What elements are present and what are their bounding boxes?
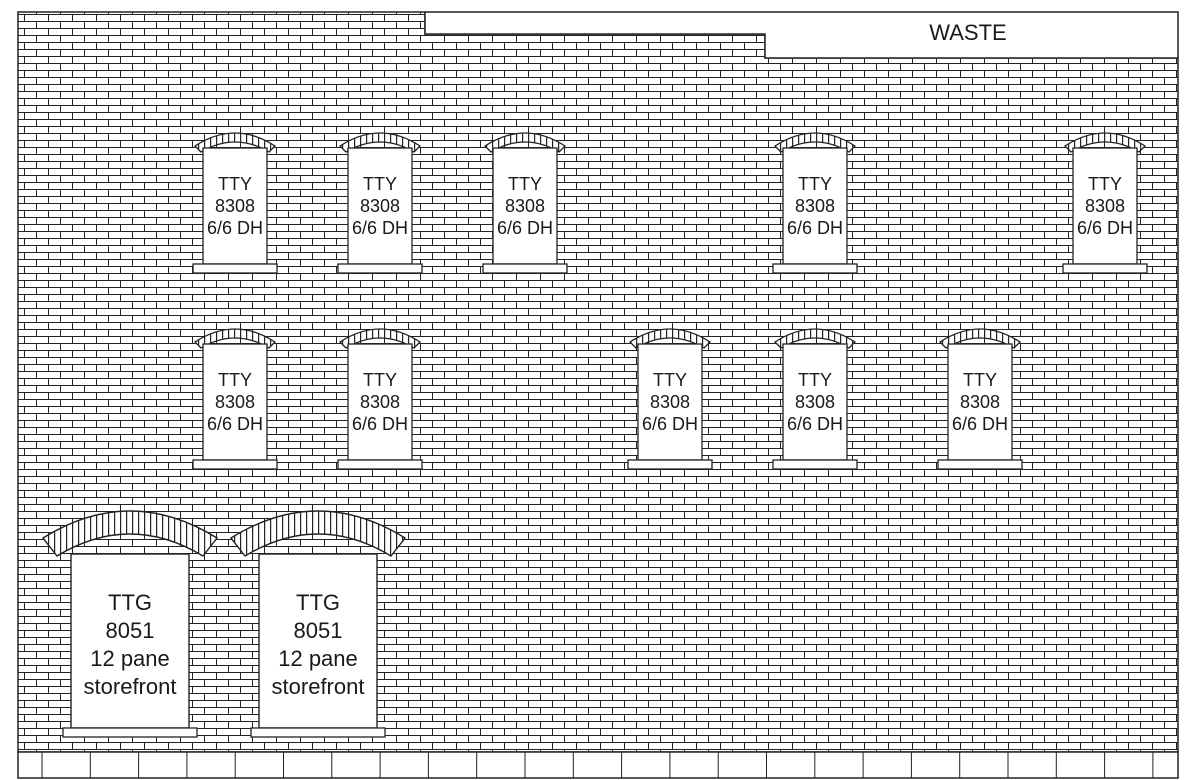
window-lintel [938,328,1022,349]
window-lintel [193,328,277,349]
storefront-frame [258,553,378,729]
window-sill [192,263,278,274]
window-label-line: 8308 [795,392,835,412]
storefront-arch [41,510,219,557]
window-label-line: TTY [798,174,832,194]
window-label-line: TTY [363,174,397,194]
window-sill [337,459,423,470]
storefront-sill [250,727,386,738]
storefront-label-line: TTG [296,590,340,615]
window-label-line: 6/6 DH [1077,218,1133,238]
storefront-label-line: 8051 [106,618,155,643]
window-label-line: 6/6 DH [352,218,408,238]
window-sill [192,459,278,470]
storefront-arch [229,510,407,557]
window-label-line: 6/6 DH [952,414,1008,434]
window-label-line: 6/6 DH [497,218,553,238]
window-frame [347,147,413,265]
window-sill [937,459,1023,470]
window-sill [772,263,858,274]
waste-label: WASTE [929,20,1006,45]
window-label-line: 8308 [960,392,1000,412]
window-label-line: 6/6 DH [352,414,408,434]
window-sill [482,263,568,274]
window-label-line: 6/6 DH [207,414,263,434]
window-label-line: 8308 [360,392,400,412]
window-frame [947,343,1013,461]
window-lintel [773,328,857,349]
window-label-line: 6/6 DH [207,218,263,238]
storefront-label-line: storefront [272,674,365,699]
window-lintel [773,132,857,153]
waste-area [424,11,1179,59]
window-sill [627,459,713,470]
storefront-opening: TTG 8051 12 pane storefront [229,510,407,738]
window-lintel [483,132,567,153]
window-lintel [193,132,277,153]
storefront-opening: TTG 8051 12 pane storefront [41,510,219,738]
window-sill [1062,263,1148,274]
window-frame [782,147,848,265]
foundation-strip [17,751,1179,779]
storefront-label-line: TTG [108,590,152,615]
window-label-line: 6/6 DH [787,414,843,434]
window-label-line: TTY [798,370,832,390]
window-sill [337,263,423,274]
window-label-line: TTY [1088,174,1122,194]
window-label-line: TTY [363,370,397,390]
storefront-label-line: 8051 [294,618,343,643]
storefront-sill [62,727,198,738]
window-label-line: 8308 [505,196,545,216]
window-lintel [338,132,422,153]
window-label-line: 6/6 DH [787,218,843,238]
window-frame [202,343,268,461]
window-label-line: TTY [963,370,997,390]
storefront-label-line: storefront [84,674,177,699]
window-lintel [1063,132,1147,153]
window-label-line: TTY [218,174,252,194]
window-frame [202,147,268,265]
window-label-line: TTY [218,370,252,390]
window-label-line: TTY [508,174,542,194]
storefront-label-line: 12 pane [278,646,358,671]
window-label-line: 8308 [215,196,255,216]
window-label-line: 8308 [795,196,835,216]
window-label-line: TTY [653,370,687,390]
storefronts: TTG 8051 12 pane storefront TTG 8051 12 pane st… [41,510,407,738]
window-label-line: 8308 [360,196,400,216]
window-label-line: 8308 [1085,196,1125,216]
window-label-line: 8308 [215,392,255,412]
window-label-line: 8308 [650,392,690,412]
window-sill [772,459,858,470]
storefront-label-line: 12 pane [90,646,170,671]
window-frame [782,343,848,461]
window-label-line: 6/6 DH [642,414,698,434]
storefront-frame [70,553,190,729]
window-lintel [628,328,712,349]
window-lintel [338,328,422,349]
window-frame [1072,147,1138,265]
